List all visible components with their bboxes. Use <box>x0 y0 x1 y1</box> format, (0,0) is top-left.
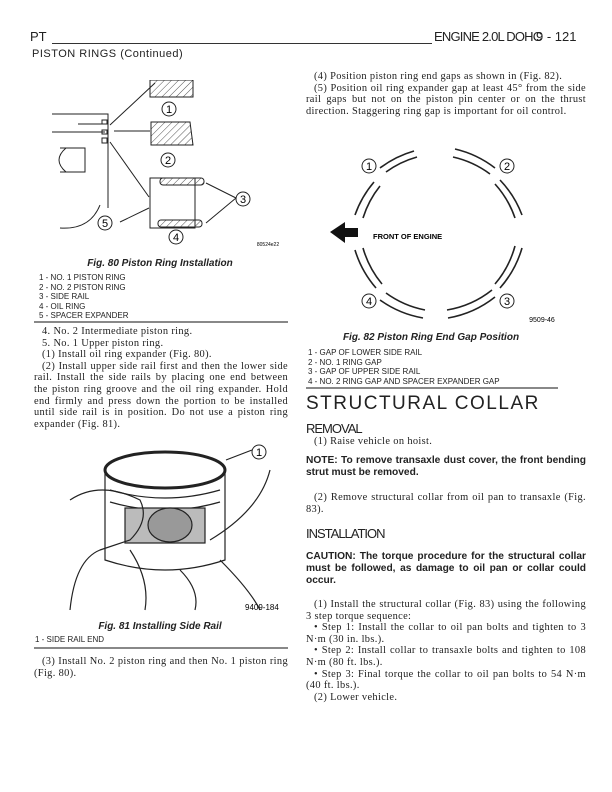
fig80-callout-5: 5 <box>102 218 108 230</box>
fig82-label: FRONT OF ENGINE <box>373 232 442 241</box>
paragraph: • Step 3: Final torque the collar to oil… <box>306 668 586 692</box>
fig80-callout-2: 2 <box>165 155 171 167</box>
header-title: ENGINE 2.0L DOHC <box>434 29 542 44</box>
paragraph: (2) Install upper side rail first and th… <box>34 360 288 430</box>
legend-item: 3 - SIDE RAIL <box>39 292 90 302</box>
removal-step-2: (2) Remove structural collar from oil pa… <box>306 492 586 515</box>
fig80-callout-3: 3 <box>240 194 246 206</box>
fig81-code: 9409-184 <box>245 603 279 612</box>
fig80-callout-4: 4 <box>173 232 179 244</box>
fig82-callout-2: 2 <box>504 161 510 173</box>
fig81-legend: 1 - SIDE RAIL END <box>35 635 104 645</box>
paragraph: (5) Position oil ring expander gap at le… <box>306 82 586 117</box>
fig82-callout-3: 3 <box>504 296 510 308</box>
header-rule <box>52 43 432 44</box>
fig80-caption: Fig. 80 Piston Ring Installation <box>87 258 233 269</box>
header-left: PT <box>30 29 47 44</box>
paragraph: 4. No. 2 Intermediate piston ring. <box>42 326 193 337</box>
legend-item: 1 - NO. 1 PISTON RING <box>39 273 126 282</box>
fig81-callout-1: 1 <box>256 447 262 459</box>
paragraph: (4) Position piston ring end gaps as sho… <box>314 71 563 82</box>
divider <box>34 647 288 649</box>
structural-collar-heading: STRUCTURAL COLLAR <box>306 393 540 414</box>
paragraph: (1) Raise vehicle on hoist. <box>314 436 433 447</box>
fig82-code: 9509-46 <box>529 317 555 324</box>
paragraph: • Step 1: Install the collar to oil pan … <box>306 622 586 645</box>
section-title: PISTON RINGS (Continued) <box>32 48 184 60</box>
installation-steps: (1) Install the structural collar (Fig. … <box>306 599 586 703</box>
legend-item: 4 - NO. 2 RING GAP AND SPACER EXPANDER G… <box>308 376 500 386</box>
paragraph: (1) Install oil ring expander (Fig. 80). <box>42 349 212 361</box>
fig82-callout-4: 4 <box>366 296 372 308</box>
legend-item: 2 - NO. 2 PISTON RING <box>39 282 126 292</box>
fig82-legend: 1 - GAP OF LOWER SIDE RAIL 2 - NO. 1 RIN… <box>308 348 500 386</box>
fig82-illustration: FRONT OF ENGINE 1 2 3 4 9509-46 <box>330 148 555 324</box>
legend-item: 2 - NO. 1 RING GAP <box>308 357 382 367</box>
fig80-code: 80524e22 <box>257 242 279 248</box>
removal-step-1: (1) Raise vehicle on hoist. <box>306 436 586 448</box>
fig80-legend: 1 - NO. 1 PISTON RING 2 - NO. 2 PISTON R… <box>39 273 129 321</box>
legend-item: 5 - SPACER EXPANDER <box>39 311 129 321</box>
arrow-left-icon <box>330 222 358 243</box>
paragraph: • Step 2: Install collar to transaxle bo… <box>306 645 586 668</box>
legend-item: 1 - GAP OF LOWER SIDE RAIL <box>308 348 423 357</box>
legend-item: 4 - OIL RING <box>39 301 86 311</box>
fig82-caption: Fig. 82 Piston Ring End Gap Position <box>342 332 520 343</box>
fig80-callout-1: 1 <box>166 104 172 116</box>
fig80-illustration: 1 2 3 4 5 80524e22 <box>52 80 279 248</box>
paragraph: (3) Install No. 2 piston ring and then N… <box>34 656 288 679</box>
fig82-callout-1: 1 <box>366 161 372 173</box>
fig81-illustration: 1 9409-184 <box>69 444 279 612</box>
divider <box>34 321 288 323</box>
divider <box>306 387 558 389</box>
installation-caution: CAUTION: The torque procedure for the st… <box>306 551 586 587</box>
legend-item: 1 - SIDE RAIL END <box>35 635 105 644</box>
right-text-1: (4) Position piston ring end gaps as sho… <box>306 71 586 117</box>
paragraph: (1) Install the structural collar (Fig. … <box>306 599 586 622</box>
installation-heading: INSTALLATION <box>306 526 386 541</box>
left-text-1: 4. No. 2 Intermediate piston ring. 5. No… <box>34 326 288 430</box>
paragraph: 5. No. 1 Upper piston ring. <box>42 337 164 349</box>
paragraph: (2) Remove structural collar from oil pa… <box>306 492 586 515</box>
left-text-2: (3) Install No. 2 piston ring and then N… <box>34 656 288 679</box>
fig81-caption: Fig. 81 Installing Side Rail <box>98 621 222 632</box>
legend-item: 3 - GAP OF UPPER SIDE RAIL <box>308 367 421 377</box>
page-number: 9 - 121 <box>536 29 577 44</box>
paragraph: (2) Lower vehicle. <box>314 691 398 703</box>
removal-heading: REMOVAL <box>306 421 363 436</box>
removal-note: NOTE: To remove transaxle dust cover, th… <box>306 455 586 479</box>
